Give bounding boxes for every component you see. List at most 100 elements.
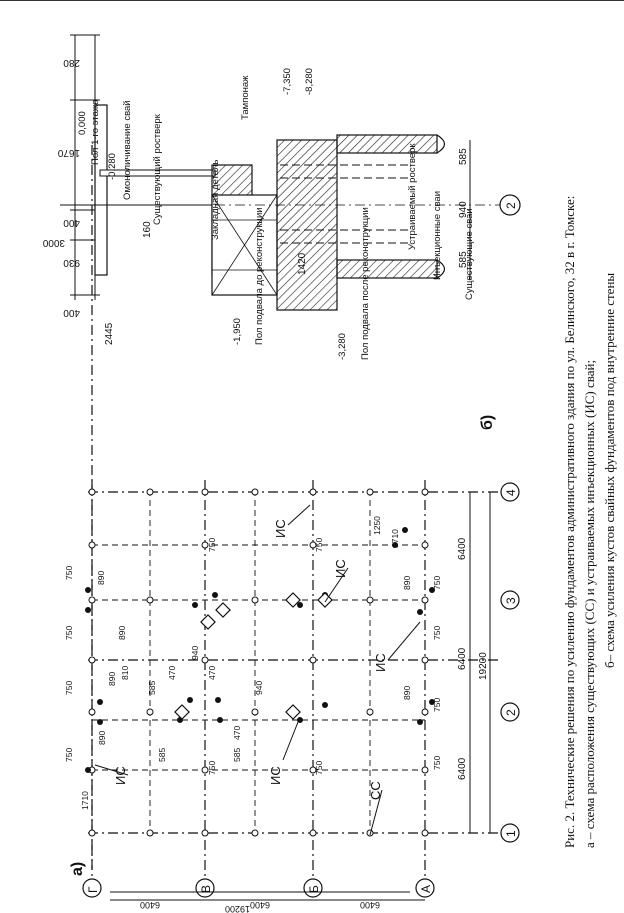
elev-m1950: -1,950	[232, 318, 243, 345]
dim-585-b: 585	[458, 251, 469, 268]
dim-left-19200: 19200	[225, 904, 250, 913]
dim-750-k: 750	[432, 626, 442, 640]
elev-m8280: -8,280	[304, 68, 315, 95]
caption: Рис. 2. Технические решения по усилению …	[562, 196, 617, 848]
existing-piles	[88, 488, 429, 837]
dim-2445: 2445	[104, 322, 115, 345]
new-cap-label: Устраиваемый ростверк	[407, 143, 418, 250]
dim-3000: 3000	[42, 237, 65, 248]
dim-890-e: 890	[402, 576, 412, 590]
dim-400-b: 400	[63, 307, 80, 318]
dim-585-a: 585	[458, 148, 469, 165]
elev-floor: 0,000	[77, 111, 88, 135]
existing-piles-label: Существующие сваи	[464, 208, 475, 300]
axis-2-label: 2	[504, 709, 518, 716]
axis-V-label: В	[199, 885, 213, 893]
dim-750-h: 750	[314, 538, 324, 552]
plan-numeric-axes: 1 2 3 4	[500, 482, 520, 843]
ss-label: СС	[368, 781, 383, 800]
dim-810: 810	[120, 666, 130, 680]
dim-left-6400-c: 6400	[360, 900, 380, 910]
dim-1420: 1420	[297, 252, 308, 275]
is-label-2: ИС	[268, 766, 283, 785]
injection-pile-shafts	[280, 164, 410, 244]
new-cap-braces	[211, 194, 278, 296]
dim-940: 940	[458, 201, 469, 218]
basement-before: Пол подвала до реконструкции	[254, 207, 265, 345]
plan-a: 1 2 3 4 Г В Б А а) 6400 6400 6400	[64, 145, 520, 913]
plan-left-dims	[110, 891, 425, 901]
caption-line-3: б– схема усиления кустов свайных фундаме…	[602, 273, 617, 668]
pile-monolith-block	[276, 139, 338, 311]
plan-letter-axes: Г В Б А	[82, 878, 435, 898]
is-label-5: ИС	[273, 519, 288, 538]
plan-a-label: а)	[69, 862, 86, 876]
dim-585-a: 585	[147, 681, 157, 695]
dim-1710-a: 1710	[80, 791, 90, 810]
dim-bottom-6400-c: 6400	[457, 537, 468, 560]
dim-470-b: 470	[207, 666, 217, 680]
elev-m3280: -3,280	[337, 333, 348, 360]
top-rule	[0, 0, 624, 1]
axis-4-label: 4	[504, 489, 518, 496]
section-b-label: б)	[479, 415, 496, 430]
dim-750-d: 750	[64, 566, 74, 580]
dim-750-l: 750	[432, 576, 442, 590]
dim-750-g: 750	[207, 538, 217, 552]
dim-bottom-6400-b: 6400	[457, 647, 468, 670]
dim-940-b: 940	[254, 681, 264, 695]
existing-cap-label: Существующий ростверк	[152, 113, 163, 225]
dim-930: 930	[63, 257, 80, 268]
basement-after: Пол подвала после реконструкции	[360, 207, 371, 360]
dim-890-f: 890	[402, 686, 412, 700]
dim-750-i: 750	[432, 756, 442, 770]
dim-400-a: 400	[63, 217, 80, 228]
dim-750-e: 750	[207, 761, 217, 775]
dim-1710-b: 1710	[390, 529, 400, 548]
dim-940-a: 940	[190, 646, 200, 660]
dim-bottom-6400-a: 6400	[457, 757, 468, 780]
dim-left-6400-a: 6400	[140, 900, 160, 910]
dim-470-c: 470	[232, 726, 242, 740]
existing-pile-shafts	[336, 134, 446, 279]
dim-585-b: 585	[157, 748, 167, 762]
monolith-label: Омоноличивание свай	[122, 100, 133, 200]
tamponage-label: Тампонаж	[240, 75, 251, 120]
dim-left-6400-b: 6400	[250, 900, 270, 910]
axis-B-label: Б	[307, 885, 321, 893]
caption-line-1: Рис. 2. Технические решения по усилению …	[562, 196, 577, 848]
is-labels: ИС ИС ИС ИС ИС СС	[113, 519, 388, 800]
plan-small-dims: 750 750 750 750 1710 890 890 890 890 810…	[64, 516, 442, 810]
elev-m0280: -0,280	[107, 153, 118, 180]
axis-1-label: 1	[504, 830, 518, 837]
dim-bottom-19200: 19200	[478, 652, 489, 680]
is-leaders	[94, 504, 421, 836]
dim-160: 160	[142, 221, 153, 238]
dim-750-c: 750	[64, 626, 74, 640]
dim-470-a: 470	[167, 666, 177, 680]
axis-A-label: А	[419, 885, 433, 893]
dim-750-j: 750	[432, 698, 442, 712]
axis-3-label: 3	[504, 597, 518, 604]
embedded-label: Закладная деталь	[210, 159, 221, 240]
dim-890-d: 890	[96, 571, 106, 585]
plan-bottom-dims	[469, 492, 491, 833]
dim-1670: 1670	[57, 147, 80, 158]
elev-m7350: -7,350	[282, 68, 293, 95]
dim-750-f: 750	[314, 761, 324, 775]
dim-890-a: 890	[97, 731, 107, 745]
section-labels: 0,000 Пол 1-го этажа -0,280 Омоноличиван…	[77, 68, 475, 360]
caption-line-2: а – схема расположения существующих (СС)…	[582, 360, 597, 848]
is-label-3: ИС	[373, 653, 388, 672]
injection-piles	[85, 527, 435, 773]
dim-585-c: 585	[232, 748, 242, 762]
floor-label: Пол 1-го этажа	[90, 99, 101, 165]
injection-piles-label: Инъекционные сваи	[432, 191, 443, 280]
is-label-4: ИС	[333, 559, 348, 578]
dim-750-a: 750	[64, 748, 74, 762]
dim-890-b: 890	[107, 672, 117, 686]
dim-280: 280	[63, 57, 80, 68]
dim-750-b: 750	[64, 681, 74, 695]
